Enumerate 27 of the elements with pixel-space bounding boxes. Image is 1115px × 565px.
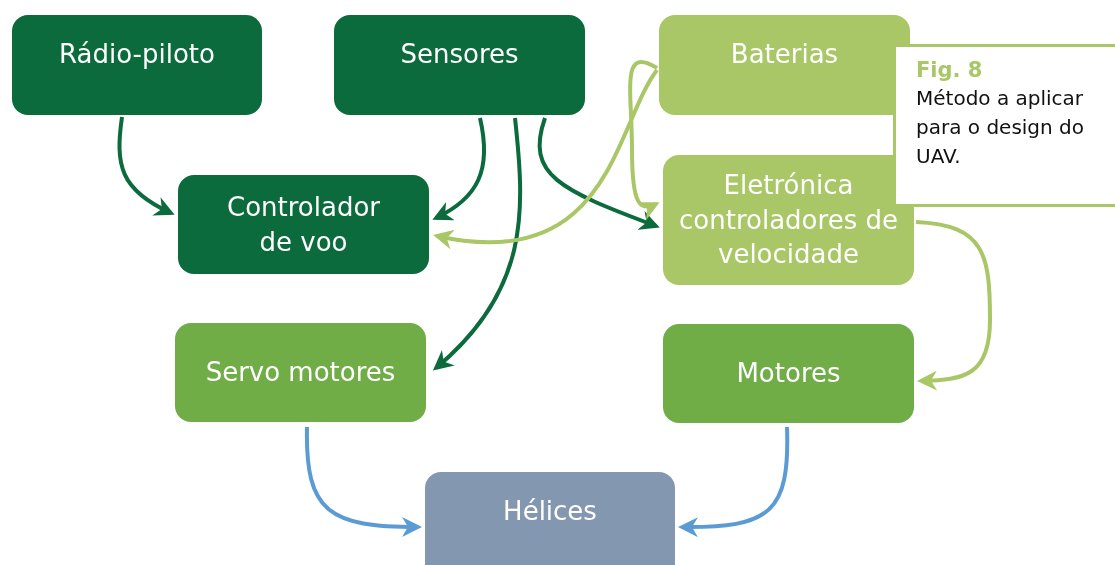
process-box: [12, 15, 262, 115]
box-label: Hélices: [503, 495, 597, 528]
box-label: Baterias: [730, 38, 839, 71]
arrow: [433, 68, 659, 249]
process-box: [425, 472, 675, 565]
arrow: [117, 116, 175, 215]
box-label: Eletrónica controladores de velocidade: [678, 169, 899, 272]
arrow: [915, 220, 992, 391]
arrow: [678, 426, 790, 537]
box-label: Rádio-piloto: [59, 38, 215, 71]
box-label: Motores: [736, 357, 841, 391]
process-box: [659, 15, 910, 115]
box-label: Controlador de voo: [226, 190, 381, 259]
arrow: [305, 427, 422, 537]
process-box: [175, 323, 426, 422]
arrow: [628, 60, 660, 220]
arrow: [432, 117, 487, 220]
box-label: Servo motores: [205, 356, 396, 390]
arrow: [433, 117, 523, 371]
process-box: [334, 15, 585, 115]
caption: Método a aplicar para o design do UAV.: [916, 85, 1086, 171]
process-box: [663, 155, 914, 285]
process-box: [663, 324, 914, 423]
figure-number: Fig. 8: [916, 57, 984, 84]
arrow: [537, 117, 660, 230]
box-label: Sensores: [400, 38, 519, 71]
process-box: [178, 175, 429, 274]
